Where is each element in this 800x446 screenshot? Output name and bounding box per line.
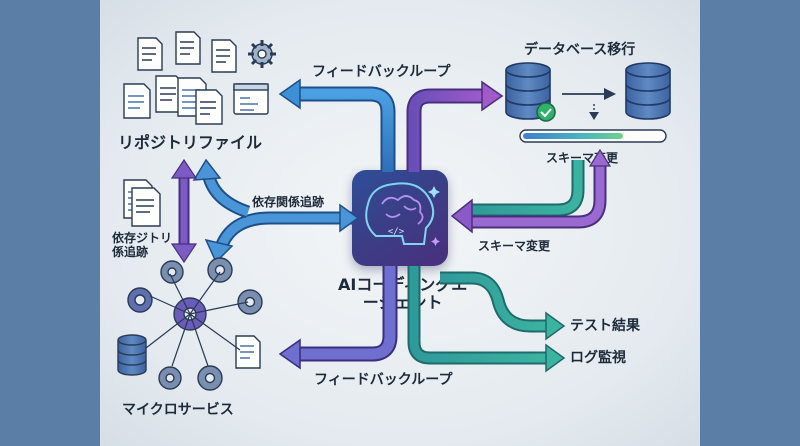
arrow-to-log-monitoring bbox=[407, 266, 566, 373]
label-feedback-loop-bottom: フィードバックループ bbox=[314, 372, 453, 388]
gear-icon bbox=[158, 366, 182, 390]
diagram-graphics: </> bbox=[117, 31, 671, 391]
arrow-feedback-bottom bbox=[278, 266, 398, 370]
document-icon bbox=[137, 37, 163, 71]
label-microservices: マイクロサービス bbox=[122, 402, 234, 418]
label-schema-change-center: スキーマ変更 bbox=[478, 239, 551, 253]
label-log-monitoring: ログ監視 bbox=[570, 350, 626, 366]
code-window-icon bbox=[233, 83, 269, 115]
document-icon bbox=[195, 89, 223, 125]
diagram-canvas: </> フィードバックループ データベース移行 リポジトリファイル スキーマ変更… bbox=[100, 0, 700, 446]
label-dependency-trace-center: 依存関係追跡 bbox=[252, 195, 325, 209]
brain-icon: </> bbox=[365, 182, 440, 246]
arrow-to-test-results bbox=[440, 271, 566, 341]
gear-icon bbox=[127, 287, 153, 313]
document-icon bbox=[123, 83, 151, 119]
arrow-repo-microservices bbox=[170, 158, 198, 264]
svg-text:</>: </> bbox=[388, 227, 405, 237]
gear-icon bbox=[160, 260, 184, 284]
database-icon bbox=[117, 334, 147, 376]
document-icon bbox=[131, 187, 161, 227]
label-test-results: テスト結果 bbox=[570, 318, 640, 334]
document-icon bbox=[211, 39, 237, 73]
arrow-dependency-trace bbox=[192, 158, 360, 264]
arrow-feedback-top bbox=[278, 78, 396, 172]
check-icon bbox=[536, 102, 556, 122]
database-icon bbox=[625, 62, 671, 120]
db-migration-cluster bbox=[505, 62, 671, 143]
arrow-to-db-migration bbox=[406, 80, 504, 172]
dependency-docs bbox=[123, 179, 161, 227]
gear-icon bbox=[248, 40, 276, 68]
gear-icon bbox=[237, 289, 263, 315]
label-feedback-loop-top: フィードバックループ bbox=[312, 64, 451, 80]
repo-files-cluster bbox=[123, 31, 276, 125]
progress-bar bbox=[519, 129, 667, 143]
label-dependency-trace-left: 依存ジトリ 係追跡 bbox=[112, 231, 173, 259]
gear-icon bbox=[207, 257, 233, 283]
label-db-migration: データベース移行 bbox=[524, 42, 636, 58]
arrow-schema-change-return bbox=[450, 148, 612, 234]
microservices-cluster bbox=[117, 257, 263, 391]
label-repo-files: リポジトリファイル bbox=[118, 133, 263, 152]
document-icon bbox=[235, 335, 261, 369]
gear-icon bbox=[197, 365, 223, 391]
document-icon bbox=[175, 31, 201, 65]
